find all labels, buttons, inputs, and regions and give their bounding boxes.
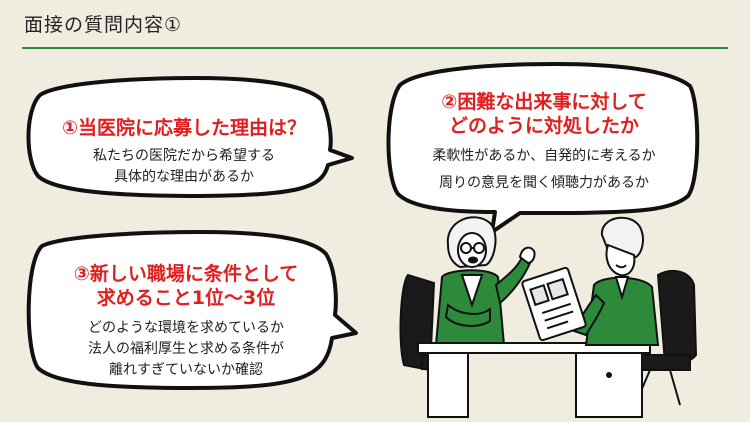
bubble-3-heading-line-1: ③新しい職場に条件として — [73, 263, 299, 285]
speech-bubble-2-shape — [386, 62, 700, 234]
interview-illustration — [399, 216, 698, 418]
speech-bubble-1: ①当医院に応募した理由は？ 私たちの医院だから希望する 具体的な理由があるか — [40, 116, 328, 188]
bubble-1-line-2: 具体的な理由があるか — [114, 169, 254, 185]
bubble-3-heading-line-2: 求めること1位〜3位 — [96, 287, 276, 309]
desk — [417, 342, 651, 418]
speech-bubble-3-shape — [26, 230, 358, 390]
bubble-2-heading-line-2: どのように対処したか — [448, 115, 639, 137]
bubble-3-line-1: どのような環境を求めているか — [88, 320, 284, 336]
bubble-3-line-3: 離れすぎていないか確認 — [109, 362, 263, 378]
speech-bubble-1-shape — [26, 76, 354, 198]
speech-bubble-3: ③新しい職場に条件として 求めること1位〜3位 どのような環境を求めているか 法… — [40, 262, 332, 381]
bubble-2-line-2: 周りの意見を聞く傾聴力があるか — [439, 175, 649, 191]
woman-figure — [434, 216, 536, 346]
title-divider — [22, 47, 728, 49]
bubble-1-heading: ①当医院に応募した理由は？ — [61, 117, 307, 139]
man-figure — [572, 216, 660, 346]
clipboard — [521, 266, 587, 342]
speech-bubble-2: ②困難な出来事に対して どのように対処したか 柔軟性があるか、自発的に考えるか … — [398, 90, 690, 194]
bubble-2-heading-line-1: ②困難な出来事に対して — [441, 91, 647, 113]
bubble-1-line-1: 私たちの医院だから希望する — [93, 148, 275, 164]
bubble-2-line-1: 柔軟性があるか、自発的に考えるか — [432, 148, 656, 164]
slide-title: 面接の質問内容① — [24, 14, 183, 36]
bubble-3-line-2: 法人の福利厚生と求める条件が — [88, 341, 284, 357]
